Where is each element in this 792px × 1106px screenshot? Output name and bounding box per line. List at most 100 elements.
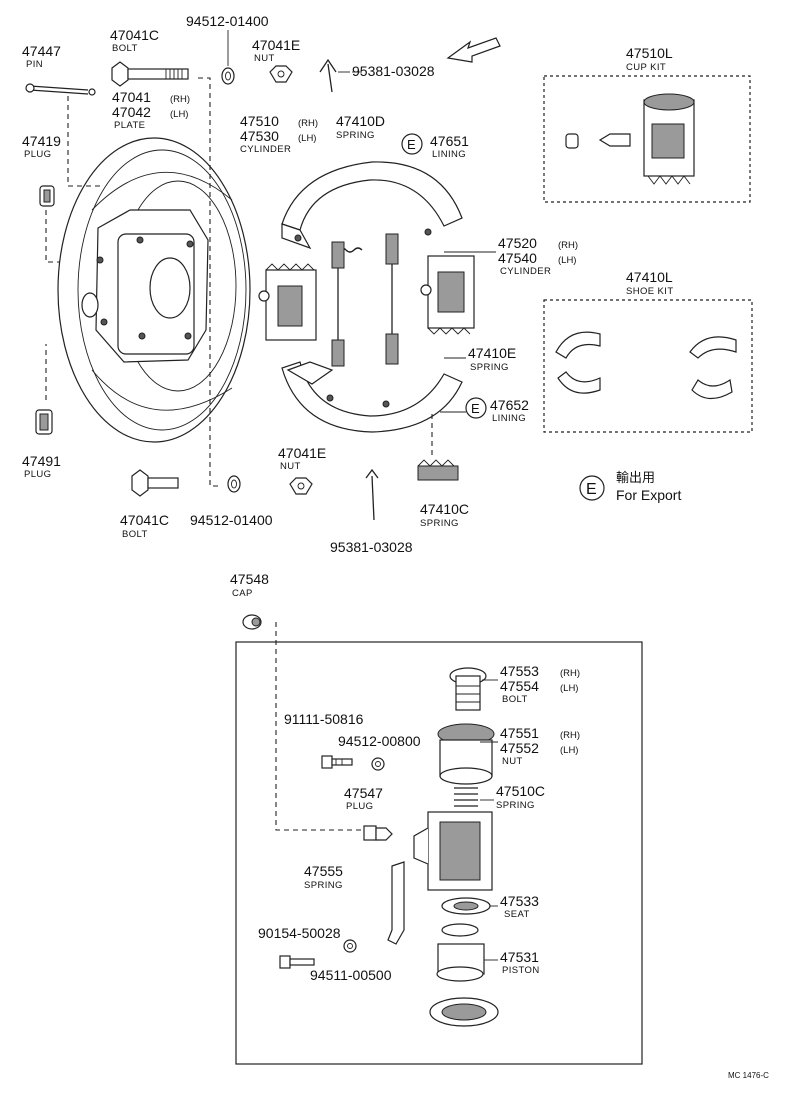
bolt-47041c-bottom-drawing (131, 469, 179, 497)
part-desc-47547: PLUG (346, 801, 373, 812)
cotter-pin-95381-top-drawing (319, 58, 350, 93)
part-desc-47041c-top: BOLT (112, 43, 138, 54)
part-no-94511: 94511-00500 (310, 967, 392, 983)
part-desc-47041e-top: NUT (254, 53, 275, 64)
part-no-91111: 91111-50816 (284, 711, 364, 727)
part-no-47410l: 47410L (626, 269, 673, 285)
nut-47041e-bottom-drawing (289, 477, 313, 495)
part-no-47554: 47554 (500, 678, 539, 694)
part-no-94512-top: 94512-01400 (186, 13, 269, 29)
part-desc-47510l: CUP KIT (626, 62, 666, 73)
part-no-47410e: 47410E (468, 345, 516, 361)
export-mark-en: For Export (616, 487, 681, 503)
piston-47531-drawing (436, 923, 485, 982)
plug-47419-drawing (39, 185, 55, 207)
part-side-47554: (LH) (560, 683, 578, 694)
shoe-kit-drawing (555, 331, 737, 400)
front-arrow-icon (446, 37, 501, 63)
part-no-47419: 47419 (22, 133, 61, 149)
leader-plug-upper (45, 210, 60, 263)
brake-shoe-upper-drawing (281, 161, 463, 250)
part-side-47540: (LH) (558, 255, 576, 266)
part-no-47651: 47651 (430, 133, 469, 149)
part-no-47510c: 47510C (496, 783, 545, 799)
part-no-47041: 47041 (112, 89, 151, 105)
part-no-47540: 47540 (498, 250, 537, 266)
part-no-47510: 47510 (240, 113, 279, 129)
cup-kit-drawing (565, 93, 695, 185)
part-desc-47491: PLUG (24, 469, 51, 480)
part-no-47041e-bottom: 47041E (278, 445, 326, 461)
pin-47447-drawing (25, 83, 96, 96)
part-desc-47652: LINING (492, 413, 526, 424)
part-no-47041e-top: 47041E (252, 37, 300, 53)
part-desc-47510c: SPRING (496, 800, 535, 811)
part-no-47533: 47533 (500, 893, 539, 909)
washer-94512-bottom-drawing (227, 475, 241, 493)
part-no-95381-top: 95381-03028 (352, 63, 435, 79)
export-mark-circle-icon (401, 133, 605, 501)
washer-94512-00800-drawing (371, 757, 385, 771)
cup-kit-box (543, 75, 751, 203)
part-desc-47041e-bottom: NUT (280, 461, 301, 472)
leader-cap-to-plug (275, 622, 364, 831)
part-no-94512-00800: 94512-00800 (338, 733, 421, 749)
part-side-47552: (LH) (560, 745, 578, 756)
spring-47410c-drawing (417, 459, 459, 481)
part-side-47041: (RH) (170, 94, 190, 105)
nut-47041e-top-drawing (269, 65, 293, 83)
part-side-47520: (RH) (558, 240, 578, 251)
part-no-47652: 47652 (490, 397, 529, 413)
part-no-47553: 47553 (500, 663, 539, 679)
part-side-47042: (LH) (170, 109, 188, 120)
seat-47533-drawing (441, 897, 491, 915)
shoe-kit-box (543, 299, 753, 433)
part-desc-47410l: SHOE KIT (626, 286, 674, 297)
cotter-pin-95381-bottom-drawing (365, 468, 379, 521)
bolt-47041c-top-drawing (111, 61, 189, 87)
leader-bolt-washer (198, 77, 220, 487)
part-desc-47041c-bottom: BOLT (122, 529, 148, 540)
bolt-90154-drawing (279, 955, 315, 969)
leader-pin-to-plate (67, 96, 100, 187)
part-desc-47042: PLATE (114, 120, 145, 131)
export-mark-letter-1: E (407, 137, 416, 152)
spring-47555-drawing (387, 861, 405, 945)
part-no-47552: 47552 (500, 740, 539, 756)
plug-47491-drawing (35, 409, 53, 435)
part-no-47041c-bottom: 47041C (120, 512, 169, 528)
part-desc-47554: BOLT (502, 694, 528, 705)
wheel-cylinder-47510-drawing (258, 263, 317, 341)
part-desc-47410c: SPRING (420, 518, 459, 529)
plug-47547-drawing (363, 825, 393, 841)
part-desc-47531: PISTON (502, 965, 540, 976)
part-no-47530: 47530 (240, 128, 279, 144)
part-no-47555: 47555 (304, 863, 343, 879)
adjusting-bolt-47553-drawing (449, 667, 487, 711)
brake-shoe-lower-drawing (281, 361, 463, 433)
part-desc-47419: PLUG (24, 149, 51, 160)
detail-box (235, 641, 643, 1065)
washer-94512-top-drawing (221, 30, 235, 85)
export-mark-jp: 輸出用 (616, 470, 655, 485)
part-no-47410c: 47410C (420, 501, 469, 517)
part-desc-47447: PIN (26, 59, 43, 70)
washer-94511-drawing (343, 939, 357, 953)
part-desc-47651: LINING (432, 149, 466, 160)
cylinder-body-drawing (413, 811, 493, 891)
part-desc-47552: NUT (502, 756, 523, 767)
footer-code: MC 1476-C (728, 1071, 769, 1080)
part-no-47041c-top: 47041C (110, 27, 159, 43)
part-side-47510: (RH) (298, 118, 318, 129)
part-no-47548: 47548 (230, 571, 269, 587)
part-desc-47410d: SPRING (336, 130, 375, 141)
wheel-cylinder-47520-drawing (420, 255, 475, 335)
part-desc-47540: CYLINDER (500, 266, 551, 277)
part-desc-47548: CAP (232, 588, 253, 599)
part-no-90154: 90154-50028 (258, 925, 341, 941)
adjusting-nut-47551-drawing (437, 723, 495, 785)
part-desc-47555: SPRING (304, 880, 343, 891)
part-no-47042: 47042 (112, 104, 151, 120)
cap-47548-drawing (242, 614, 262, 630)
